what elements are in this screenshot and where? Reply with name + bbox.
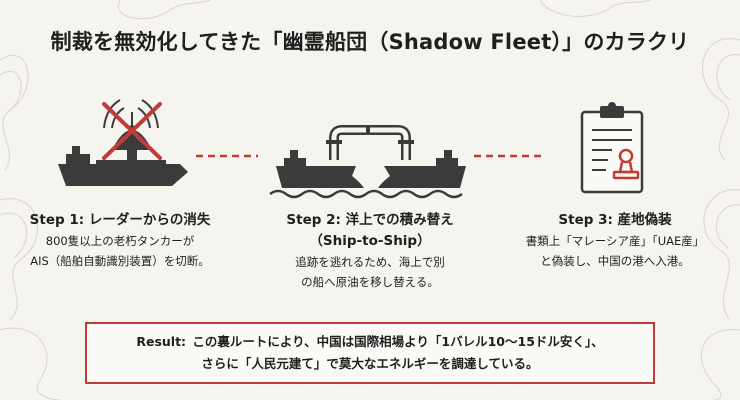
step-1: Step 1: レーダーからの消失 800隻以上の老朽タンカーが AIS（船舶自… (20, 210, 220, 271)
result-box: Result: この裏ルートにより、中国は国際相場より「1バレル10〜15ドル安… (85, 322, 655, 384)
step-2-heading-line-2: （Ship-to-Ship） (309, 233, 431, 249)
step-2-desc-line-1: 追跡を逃れるため、海上で別 (295, 255, 445, 269)
result-text-line-2: さらに「人民元建て」で莫大なエネルギーを調達している。 (201, 356, 539, 371)
result-text-line-1: この裏ルートにより、中国は国際相場より「1バレル10〜15ドル安く」、 (192, 334, 604, 349)
result-label: Result: (136, 334, 187, 349)
step-3-heading: Step 3: 産地偽装 (558, 212, 672, 228)
radar-crossed-tanker-icon (58, 99, 188, 186)
step-1-desc-line-2: AIS（船舶自動識別装置）を切断。 (30, 254, 210, 268)
ship-to-ship-transfer-icon (269, 125, 466, 199)
process-illustrations (58, 99, 644, 199)
step-1-desc-line-1: 800隻以上の老朽タンカーが (45, 234, 195, 248)
step-2: Step 2: 洋上での積み替え （Ship-to-Ship） 追跡を逃れるため… (265, 210, 475, 292)
page-title: 制裁を無効化してきた「幽霊船団（Shadow Fleet）」のカラクリ (50, 30, 690, 54)
step-3-desc-line-1: 書類上「マレーシア産」「UAE産」 (525, 234, 705, 248)
step-1-heading: Step 1: レーダーからの消失 (29, 212, 211, 228)
step-2-heading-line-1: Step 2: 洋上での積み替え (286, 212, 454, 228)
result-line-1: Result: この裏ルートにより、中国は国際相場より「1バレル10〜15ドル安… (87, 331, 653, 353)
clipboard-document-icon (580, 102, 644, 194)
step-3: Step 3: 産地偽装 書類上「マレーシア産」「UAE産」 と偽装し、中国の港… (515, 210, 715, 271)
step-2-desc-line-2: の船へ原油を移し替える。 (301, 275, 439, 289)
step-3-desc-line-2: と偽装し、中国の港へ入港。 (540, 254, 690, 268)
